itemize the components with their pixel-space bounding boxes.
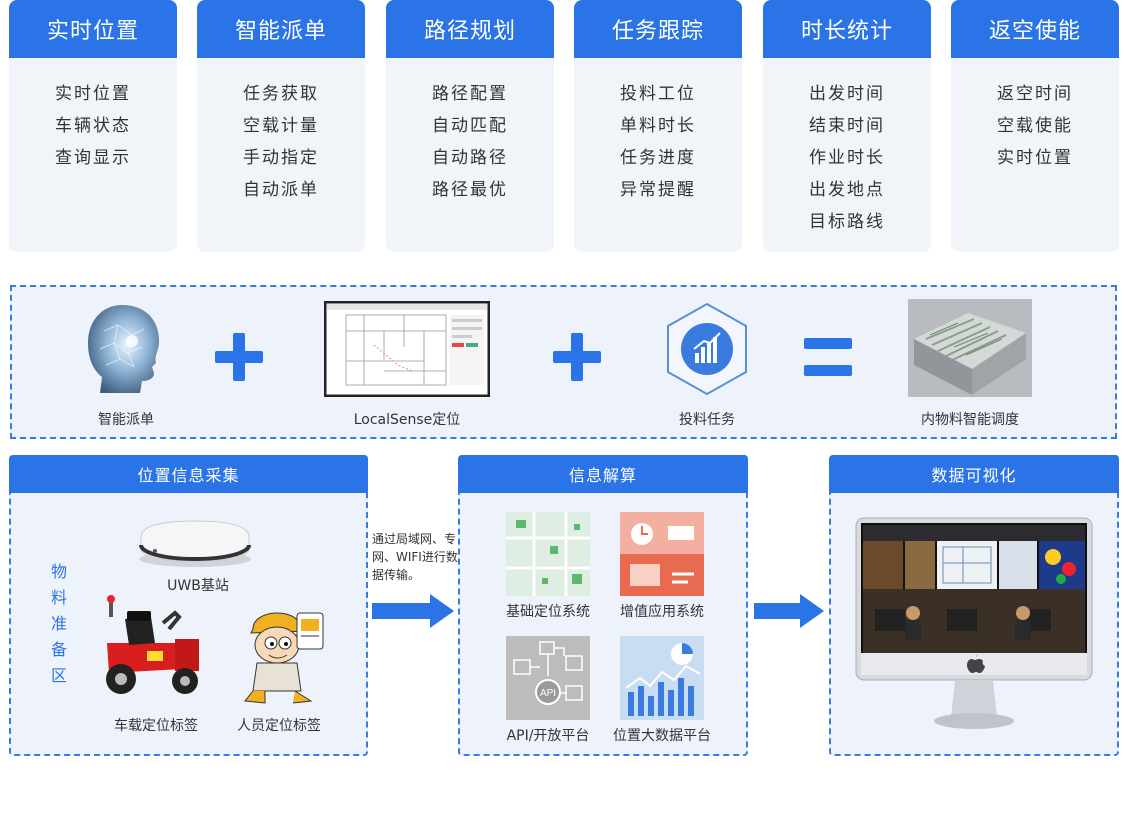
feature-item: 自动路径 [432, 148, 508, 168]
plus-icon [215, 333, 263, 381]
material-area-label: 物 料 准 备 区 [49, 559, 69, 689]
hexagon-chart-icon [667, 302, 747, 396]
feature-card-realtime-location: 实时位置 实时位置 车辆状态 查询显示 [9, 0, 177, 252]
area-char: 准 [50, 614, 67, 633]
feature-item: 自动派单 [243, 180, 319, 200]
area-char: 料 [50, 588, 67, 607]
feature-item: 任务进度 [620, 148, 696, 168]
feature-item: 任务获取 [243, 84, 319, 104]
arrow-right-icon [754, 594, 824, 628]
worker-cartoon-image [244, 612, 324, 704]
tow-vehicle-image [106, 595, 199, 694]
feature-item: 实时位置 [997, 148, 1073, 168]
feature-item: 自动匹配 [432, 116, 508, 136]
transfer-note: 通过局域网、专网、WIFI进行数据传输。 [372, 532, 458, 582]
smart-dispatch-label: 智能派单 [98, 412, 154, 428]
feature-card-title: 返空使能 [951, 0, 1119, 58]
feature-item: 目标路线 [809, 212, 885, 232]
feature-item: 出发地点 [809, 180, 885, 200]
feature-item: 手动指定 [243, 148, 319, 168]
api-label: API/开放平台 [506, 728, 590, 744]
uwb-base-station-image [139, 520, 251, 567]
localsense-screen-icon [324, 301, 490, 397]
feature-item: 作业时长 [809, 148, 885, 168]
feature-item: 路径配置 [432, 84, 508, 104]
value-added-icon [620, 512, 704, 596]
area-char: 区 [50, 666, 67, 685]
feature-card-title: 实时位置 [9, 0, 177, 58]
equals-icon [804, 338, 852, 376]
person-tag-label: 人员定位标签 [237, 718, 321, 734]
area-char: 备 [50, 640, 67, 659]
svg-text:API: API [540, 688, 556, 699]
feature-item: 实时位置 [55, 84, 131, 104]
feature-item: 查询显示 [55, 148, 131, 168]
feature-item: 路径最优 [432, 180, 508, 200]
result-label: 内物料智能调度 [921, 412, 1019, 428]
feature-item: 异常提醒 [620, 180, 696, 200]
imac-monitor-image [855, 517, 1093, 729]
feature-card-title: 时长统计 [763, 0, 931, 58]
factory-floor-image [908, 299, 1032, 397]
feature-card-return-empty: 返空使能 返空时间 空载使能 实时位置 [951, 0, 1119, 252]
panel-title: 位置信息采集 [9, 455, 368, 493]
uwb-label: UWB基站 [167, 578, 229, 594]
equation-banner: 智能派单 LocalSense定位 投料任务 [10, 285, 1117, 439]
localsense-label: LocalSense定位 [353, 412, 461, 428]
big-data-icon [620, 636, 704, 720]
bigdata-label: 位置大数据平台 [613, 728, 711, 744]
panel-title: 数据可视化 [829, 455, 1119, 493]
panel-info-decoding: 信息解算 基础定位系统 增值应用系统 API [458, 455, 748, 756]
feature-card-route-planning: 路径规划 路径配置 自动匹配 自动路径 路径最优 [386, 0, 554, 252]
feature-item: 返空时间 [997, 84, 1073, 104]
feature-card-duration-stats: 时长统计 出发时间 结束时间 作业时长 出发地点 目标路线 [763, 0, 931, 252]
feature-card-smart-dispatch: 智能派单 任务获取 空载计量 手动指定 自动派单 [197, 0, 365, 252]
feature-item: 出发时间 [809, 84, 885, 104]
feature-item: 投料工位 [620, 84, 696, 104]
plus-icon [553, 333, 601, 381]
basic-system-label: 基础定位系统 [506, 604, 590, 620]
panel-title: 信息解算 [458, 455, 748, 493]
value-system-label: 增值应用系统 [620, 604, 704, 620]
area-char: 物 [50, 562, 67, 581]
arrow-right-icon [372, 594, 454, 628]
feeding-task-label: 投料任务 [679, 412, 735, 428]
ai-head-icon [88, 305, 160, 393]
feature-item: 空载计量 [243, 116, 319, 136]
feature-card-title: 任务跟踪 [574, 0, 742, 58]
basic-positioning-icon [506, 512, 590, 596]
feature-card-title: 智能派单 [197, 0, 365, 58]
vehicle-tag-label: 车载定位标签 [114, 718, 198, 734]
panel-data-visualization: 数据可视化 [829, 455, 1119, 756]
feature-item: 空载使能 [997, 116, 1073, 136]
api-platform-icon: API [506, 636, 590, 720]
feature-item: 单料时长 [620, 116, 696, 136]
feature-item: 结束时间 [809, 116, 885, 136]
feature-item: 车辆状态 [55, 116, 131, 136]
feature-card-title: 路径规划 [386, 0, 554, 58]
panel-location-collection: 位置信息采集 物 料 准 备 区 UWB基站 车载定位标签 [9, 455, 368, 756]
feature-card-task-tracking: 任务跟踪 投料工位 单料时长 任务进度 异常提醒 [574, 0, 742, 252]
